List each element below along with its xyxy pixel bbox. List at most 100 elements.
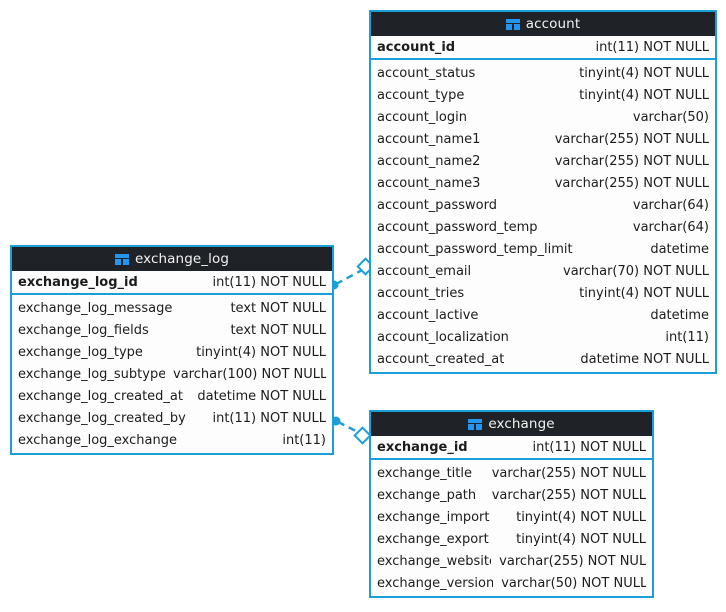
table-row[interactable]: exchange_import tinyint(4) NOT NULL <box>371 506 652 528</box>
column-type: tinyint(4) NOT NULL <box>579 65 709 81</box>
column-name: exchange_id <box>377 439 468 455</box>
table-row-primary-key[interactable]: exchange_log_id int(11) NOT NULL <box>12 271 332 293</box>
column-name: exchange_version <box>377 575 494 591</box>
column-name: account_password_temp_limit <box>377 241 573 257</box>
table-row[interactable]: account_email varchar(70) NOT NULL <box>371 260 715 282</box>
table-header-exchange[interactable]: exchange <box>371 412 652 436</box>
column-type: varchar(64) <box>632 219 709 235</box>
columns-section: account_status tinyint(4) NOT NULL accoun… <box>371 60 715 372</box>
column-name: exchange_log_subtype <box>18 366 165 382</box>
table-title: exchange <box>488 416 555 432</box>
column-type: datetime <box>650 307 709 323</box>
column-name: account_created_at <box>377 351 505 367</box>
column-type: tinyint(4) NOT NULL <box>516 531 646 547</box>
table-icon <box>505 18 520 30</box>
column-name: exchange_export <box>377 531 489 547</box>
column-type: varchar(255) NOT NULL <box>491 465 646 481</box>
column-type: datetime NOT NULL <box>580 351 709 367</box>
column-type: varchar(70) NOT NULL <box>563 263 709 279</box>
table-row[interactable]: exchange_export tinyint(4) NOT NULL <box>371 528 652 550</box>
table-row-primary-key[interactable]: account_id int(11) NOT NULL <box>371 36 715 58</box>
table-icon <box>114 253 129 265</box>
column-type: tinyint(4) NOT NULL <box>579 87 709 103</box>
column-name: account_name3 <box>377 175 481 191</box>
table-row[interactable]: exchange_title varchar(255) NOT NULL <box>371 462 652 484</box>
column-name: account_localization <box>377 329 509 345</box>
relationship-line <box>337 420 363 436</box>
table-row[interactable]: exchange_log_message text NOT NULL <box>12 297 332 319</box>
table-row[interactable]: exchange_log_subtype varchar(100) NOT NUL… <box>12 363 332 385</box>
column-type: tinyint(4) NOT NULL <box>516 509 646 525</box>
column-type: tinyint(4) NOT NULL <box>579 285 709 301</box>
column-name: account_password_temp <box>377 219 538 235</box>
column-name: account_login <box>377 109 467 125</box>
table-header-exchange-log[interactable]: exchange_log <box>12 247 332 271</box>
column-type: varchar(64) <box>632 197 709 213</box>
column-type: int(11) <box>282 432 326 448</box>
column-name: exchange_log_id <box>18 274 138 290</box>
column-name: account_name1 <box>377 131 481 147</box>
column-type: varchar(255) NOT NULL <box>491 487 646 503</box>
table-row[interactable]: exchange_log_created_at datetime NOT NULL <box>12 385 332 407</box>
column-type: int(11) NOT NULL <box>595 39 709 55</box>
column-type: int(11) NOT NULL <box>212 410 326 426</box>
table-row[interactable]: account_name3 varchar(255) NOT NULL <box>371 172 715 194</box>
column-name: account_lactive <box>377 307 479 323</box>
table-header-account[interactable]: account <box>371 12 715 36</box>
table-row[interactable]: exchange_log_exchange int(11) <box>12 429 332 451</box>
column-name: account_password <box>377 197 498 213</box>
column-name: account_status <box>377 65 476 81</box>
column-name: account_email <box>377 263 472 279</box>
table-row-primary-key[interactable]: exchange_id int(11) NOT NULL <box>371 436 652 458</box>
column-type: datetime <box>650 241 709 257</box>
table-row[interactable]: account_password_temp varchar(64) <box>371 216 715 238</box>
primary-key-section: exchange_log_id int(11) NOT NULL <box>12 271 332 295</box>
column-name: exchange_log_exchange <box>18 432 177 448</box>
column-type: varchar(50) <box>632 109 709 125</box>
table-title: account <box>525 16 581 32</box>
column-type: datetime NOT NULL <box>197 388 326 404</box>
column-type: varchar(255) NOT NULL <box>554 131 709 147</box>
relationship-diamond-marker <box>353 426 372 445</box>
column-type: int(11) <box>665 329 709 345</box>
table-row[interactable]: account_password_temp_limit datetime <box>371 238 715 260</box>
table-row[interactable]: account_name1 varchar(255) NOT NULL <box>371 128 715 150</box>
column-name: exchange_log_message <box>18 300 173 316</box>
relationship-exchange-log-exchange <box>331 416 372 445</box>
column-type: text NOT NULL <box>230 300 326 316</box>
column-type: varchar(255) NOT NULL <box>554 175 709 191</box>
column-name: exchange_website <box>377 553 492 569</box>
column-type: int(11) NOT NULL <box>532 439 646 455</box>
table-row[interactable]: account_localization int(11) <box>371 326 715 348</box>
relationship-exchange-log-account <box>329 257 375 290</box>
table-row[interactable]: account_password varchar(64) <box>371 194 715 216</box>
column-type: text NOT NULL <box>230 322 326 338</box>
table-row[interactable]: account_login varchar(50) <box>371 106 715 128</box>
columns-section: exchange_title varchar(255) NOT NULL exch… <box>371 460 652 596</box>
relationship-line <box>335 266 367 286</box>
column-name: exchange_import <box>377 509 490 525</box>
column-type: varchar(100) NOT NULL <box>173 366 326 382</box>
table-icon <box>468 418 483 430</box>
table-row[interactable]: account_created_at datetime NOT NULL <box>371 348 715 370</box>
table-account[interactable]: account account_id int(11) NOT NULL acco… <box>369 10 717 374</box>
column-name: account_id <box>377 39 456 55</box>
table-exchange[interactable]: exchange exchange_id int(11) NOT NULL ex… <box>369 410 654 598</box>
column-name: exchange_log_created_at <box>18 388 183 404</box>
primary-key-section: exchange_id int(11) NOT NULL <box>371 436 652 460</box>
table-exchange-log[interactable]: exchange_log exchange_log_id int(11) NOT… <box>10 245 334 455</box>
column-name: exchange_log_type <box>18 344 143 360</box>
column-name: exchange_title <box>377 465 472 481</box>
table-row[interactable]: account_status tinyint(4) NOT NULL <box>371 62 715 84</box>
table-row[interactable]: account_lactive datetime <box>371 304 715 326</box>
